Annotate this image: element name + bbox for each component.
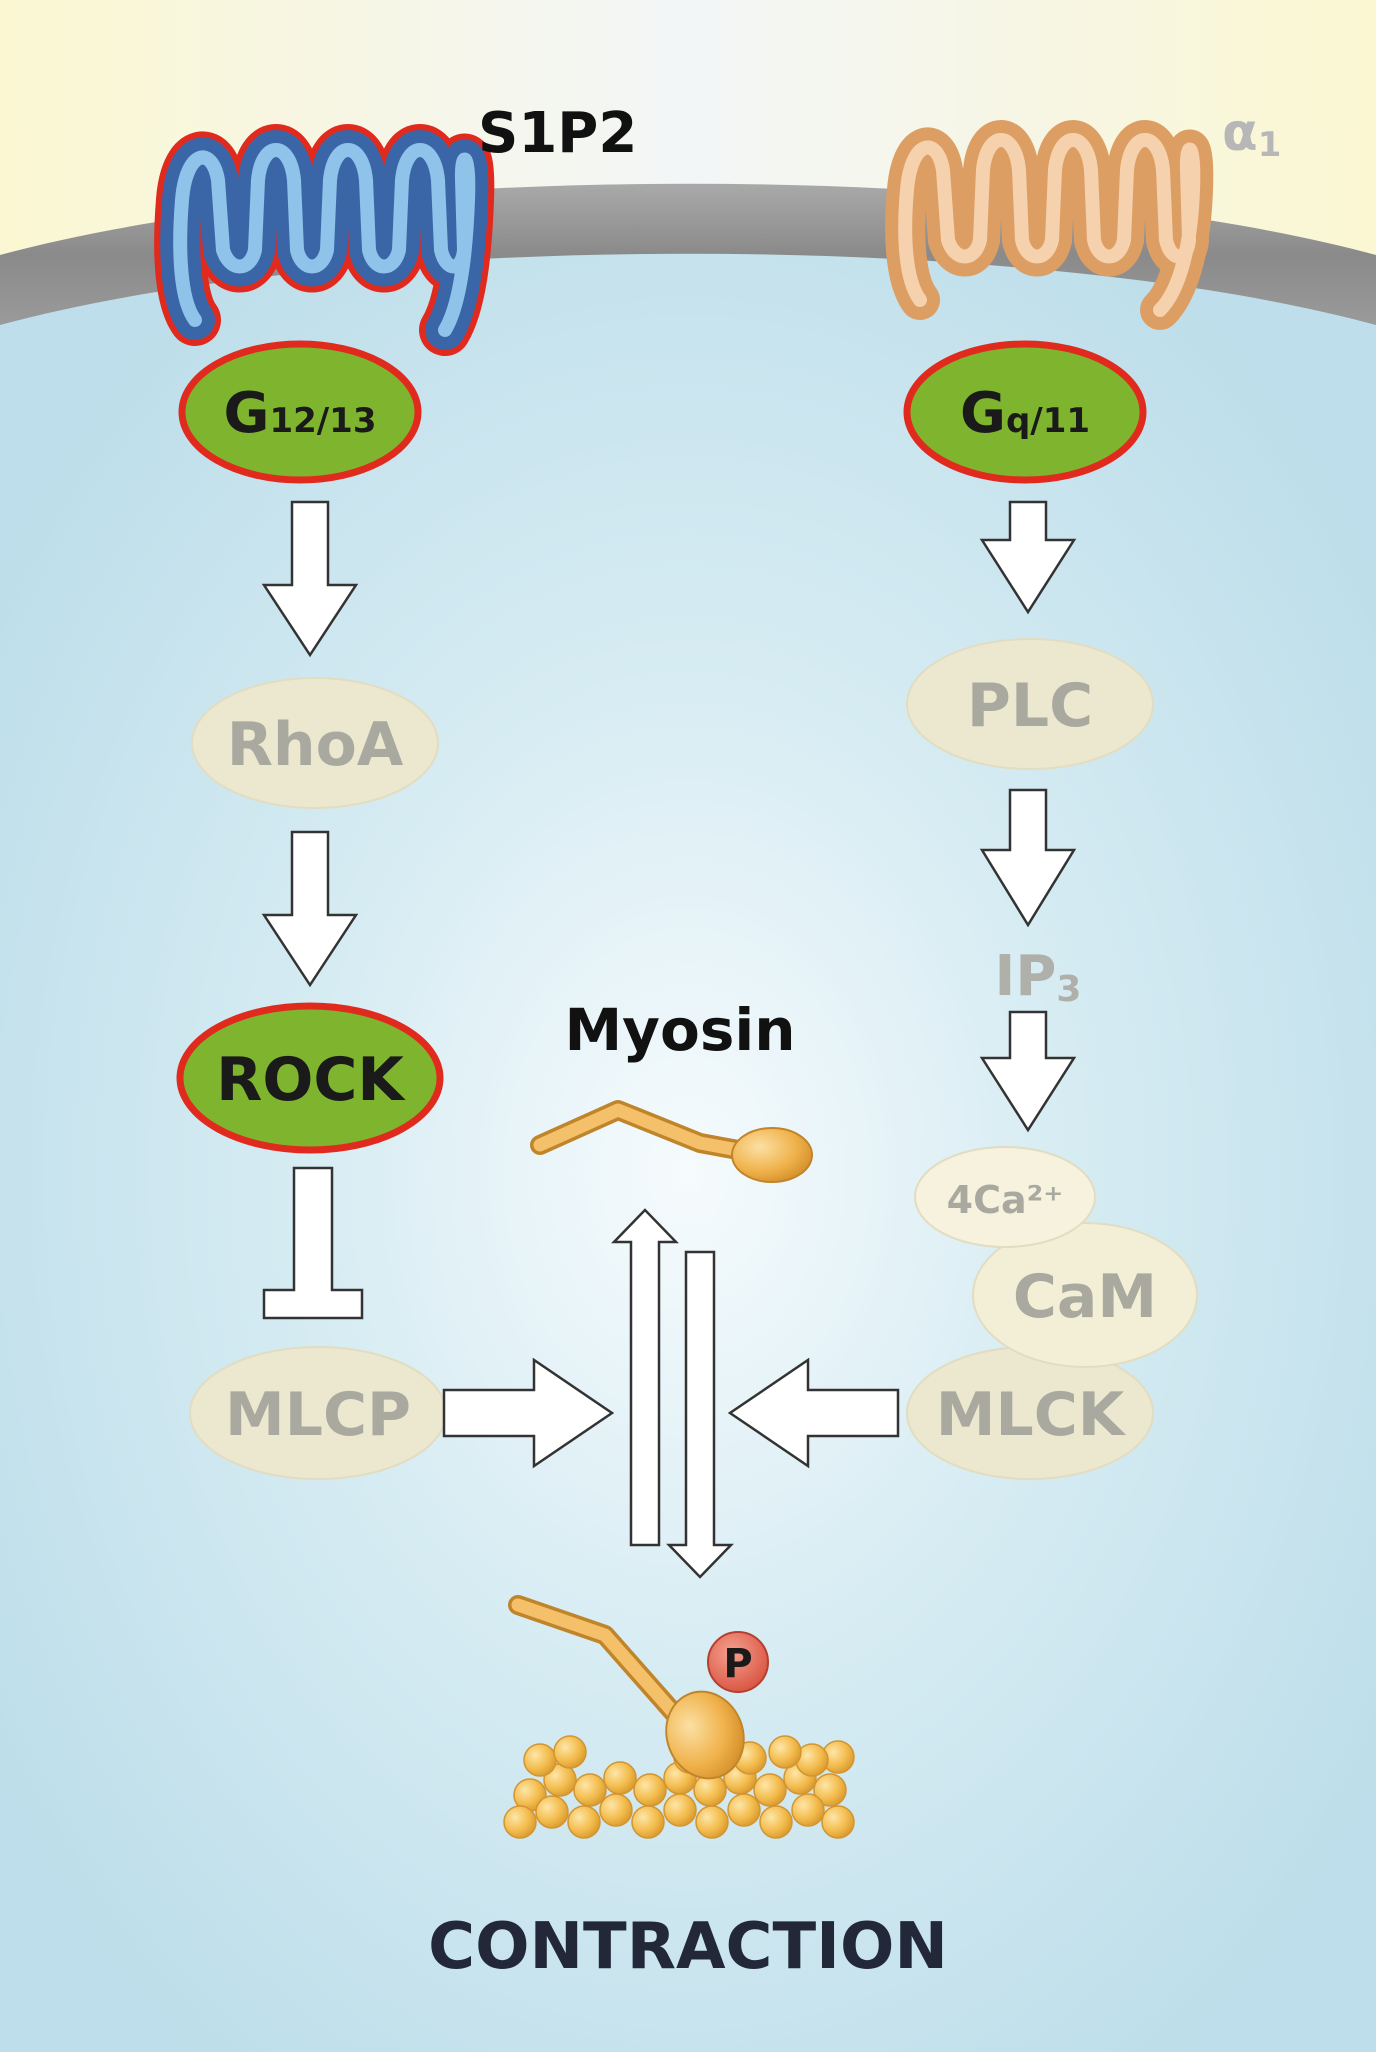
svg-text:Gq/11: Gq/11: [960, 381, 1090, 446]
arrow-plc-to-ip3: [979, 788, 1077, 928]
rock-node: ROCK: [176, 1002, 444, 1154]
s1p2-label: S1P2: [478, 101, 637, 166]
svg-text:MLCP: MLCP: [225, 1380, 411, 1450]
rhoa-node: RhoA: [191, 677, 439, 809]
plc-node: PLC: [906, 638, 1154, 770]
arrow-ip3-to-ca: [979, 1010, 1077, 1133]
svg-text:ROCK: ROCK: [216, 1045, 406, 1115]
arrow-dephosphorylation-up: [611, 1208, 679, 1547]
cam-node: CaM: [972, 1222, 1198, 1368]
svg-text:RhoA: RhoA: [227, 710, 404, 780]
arrow-rhoa-to-rock: [261, 830, 359, 988]
svg-text:CaM: CaM: [1013, 1262, 1157, 1332]
s1p2-receptor: [154, 124, 495, 356]
myosin-label: Myosin: [564, 996, 795, 1064]
svg-text:G12/13: G12/13: [223, 381, 376, 446]
myosin-phosphorylated: [508, 1595, 745, 1780]
arrow-g12-to-rhoa: [261, 500, 359, 658]
ip3-label: IP3: [995, 944, 1082, 1010]
gq-11-node: Gq/11: [903, 340, 1147, 484]
g12-13-node: G12/13: [178, 340, 422, 484]
mlck-node: MLCK: [906, 1346, 1154, 1480]
arrow-phosphorylation-down: [666, 1250, 734, 1579]
actin-filament: [503, 1733, 855, 1839]
arrow-mlcp-to-myosin: [442, 1357, 615, 1469]
mlcp-node: MLCP: [189, 1346, 447, 1480]
arrow-mlck-to-myosin: [727, 1357, 900, 1469]
phosphate-badge: P: [707, 1631, 769, 1693]
inhibition-rock-to-mlcp: [262, 1166, 364, 1320]
contraction-label: CONTRACTION: [428, 1910, 948, 1984]
arrow-gq-to-plc: [979, 500, 1077, 615]
myosin-unphosphorylated: [530, 1100, 813, 1183]
svg-text:MLCK: MLCK: [936, 1380, 1127, 1450]
calcium-node: 4Ca²⁺: [914, 1146, 1096, 1248]
alpha1-label: α1: [1222, 103, 1281, 165]
svg-text:PLC: PLC: [967, 671, 1093, 741]
svg-text:P: P: [723, 1641, 752, 1687]
alpha1-receptor: [885, 120, 1214, 330]
svg-text:4Ca²⁺: 4Ca²⁺: [947, 1178, 1064, 1222]
